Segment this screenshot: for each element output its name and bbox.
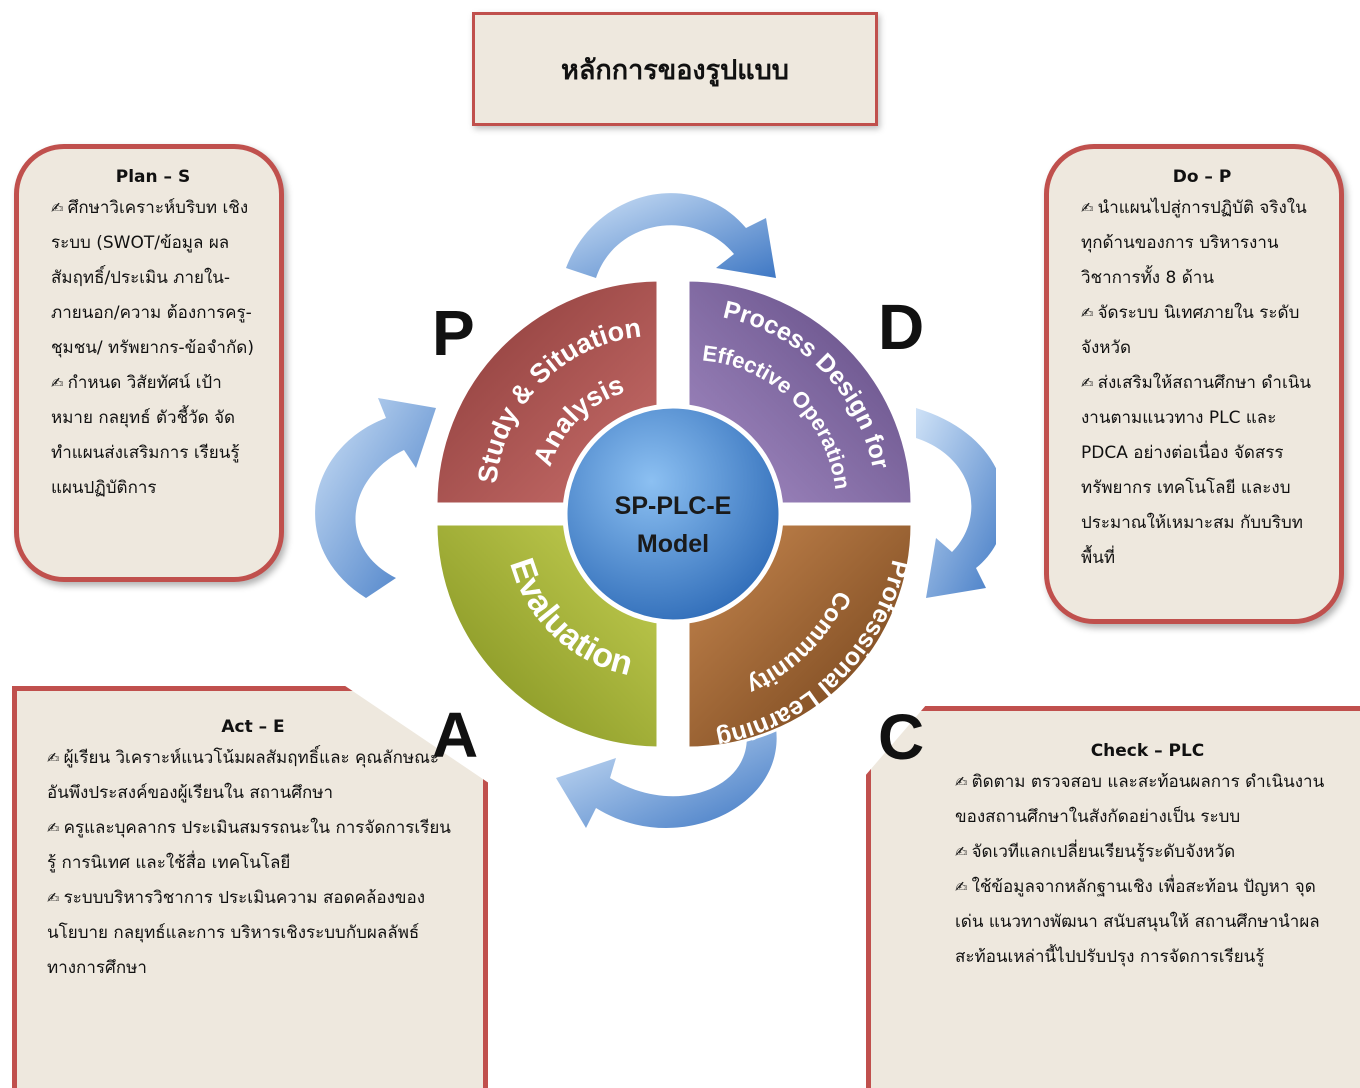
cycle-arrows xyxy=(315,193,996,829)
pen-icon: ✍ xyxy=(955,773,968,791)
center-label-line2: Model xyxy=(637,530,709,558)
arrow-top xyxy=(566,193,776,278)
do-box: Do – P ✍นำแผนไปสู่การปฏิบัติ จริงในทุกด้… xyxy=(1044,144,1344,624)
pen-icon: ✍ xyxy=(1081,304,1094,322)
check-heading: Check – PLC xyxy=(1090,741,1205,761)
pen-icon: ✍ xyxy=(51,199,64,217)
pdca-wheel: Study & Situation Analysis Process Desig… xyxy=(315,193,996,829)
check-item: ✍ติดตาม ตรวจสอบ และสะท้อนผลการ ดำเนินงาน… xyxy=(955,772,1325,827)
letter-p: P xyxy=(432,297,475,369)
pen-icon: ✍ xyxy=(955,843,968,861)
act-box: Act – E ✍ผู้เรียน วิเคราะห์แนวโน้มผลสัมฤ… xyxy=(12,686,488,1088)
plan-heading: Plan – S xyxy=(115,167,191,187)
do-item: ✍จัดระบบ นิเทศภายใน ระดับจังหวัด xyxy=(1081,303,1300,358)
pen-icon: ✍ xyxy=(47,889,60,907)
act-heading: Act – E xyxy=(221,717,285,737)
do-heading: Do – P xyxy=(1172,167,1232,187)
act-item: ✍ผู้เรียน วิเคราะห์แนวโน้มผลสัมฤทธิ์และ … xyxy=(47,748,439,803)
pen-icon: ✍ xyxy=(955,878,968,896)
plan-item: ✍กำหนด วิสัยทัศน์ เป้าหมาย กลยุทธ์ ตัวชี… xyxy=(51,373,240,498)
center-circle xyxy=(562,403,784,625)
do-item: ✍ส่งเสริมให้สถานศึกษา ดำเนินงานตามแนวทาง… xyxy=(1081,373,1311,568)
act-item: ✍ครูและบุคลากร ประเมินสมรรถนะใน การจัดกา… xyxy=(47,818,451,873)
pen-icon: ✍ xyxy=(47,749,60,767)
pen-icon: ✍ xyxy=(47,819,60,837)
plan-item: ✍ศึกษาวิเคราะห์บริบท เชิงระบบ (SWOT/ข้อม… xyxy=(51,198,254,358)
plan-box: Plan – S ✍ศึกษาวิเคราะห์บริบท เชิงระบบ (… xyxy=(14,144,284,582)
check-box: Check – PLC ✍ติดตาม ตรวจสอบ และสะท้อนผลก… xyxy=(866,706,1360,1088)
diagram-title: หลักการของรูปแบบ xyxy=(472,12,878,126)
do-item: ✍นำแผนไปสู่การปฏิบัติ จริงในทุกด้านของกา… xyxy=(1081,198,1307,288)
arrow-left xyxy=(315,398,436,598)
arrow-right xyxy=(916,408,996,598)
act-item: ✍ระบบบริหารวิชาการ ประเมินความ สอดคล้องข… xyxy=(47,888,426,978)
letter-d: D xyxy=(878,291,925,363)
pen-icon: ✍ xyxy=(51,374,64,392)
arrow-bottom xyxy=(556,728,777,829)
pen-icon: ✍ xyxy=(1081,374,1094,392)
center-label-line1: SP-PLC-E xyxy=(615,492,732,520)
letter-c: C xyxy=(878,701,925,773)
pen-icon: ✍ xyxy=(1081,199,1094,217)
letter-a: A xyxy=(432,699,479,771)
check-item: ✍ใช้ข้อมูลจากหลักฐานเชิง เพื่อสะท้อน ปัญ… xyxy=(955,877,1320,967)
check-item: ✍จัดเวทีแลกเปลี่ยนเรียนรู้ระดับจังหวัด xyxy=(955,842,1236,862)
